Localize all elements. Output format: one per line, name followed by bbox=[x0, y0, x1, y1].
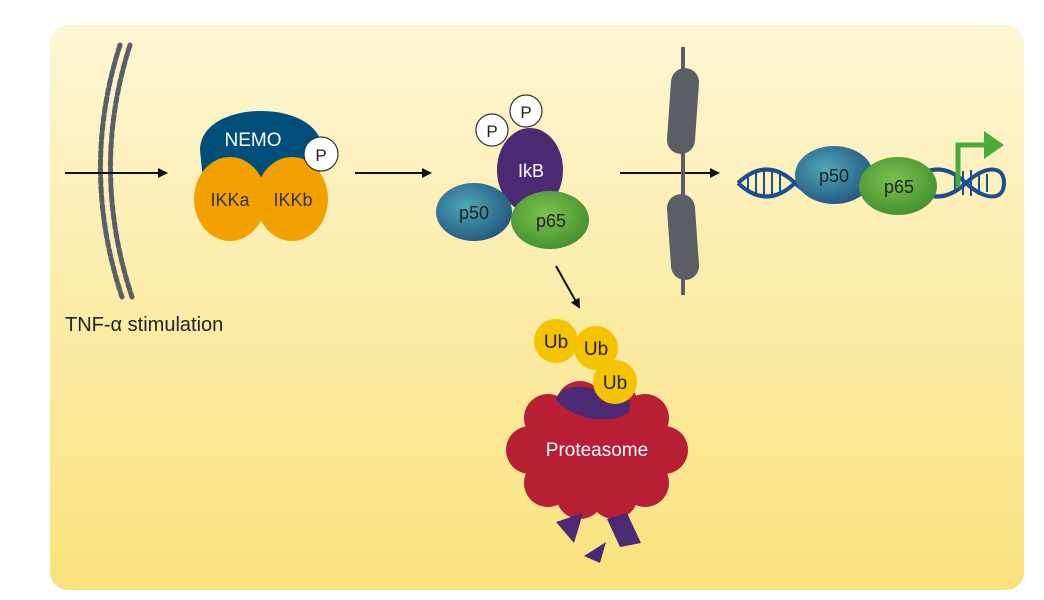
stimulus-label: TNF-α stimulation bbox=[65, 314, 223, 336]
phospho-label-1: P bbox=[486, 122, 497, 141]
ub-label-1: Ub bbox=[544, 332, 568, 353]
nuclear-p65-label: p65 bbox=[884, 177, 914, 197]
nuclear-p65-shape bbox=[859, 157, 937, 215]
ub-circle-2 bbox=[574, 326, 618, 370]
nemo-label: NEMO bbox=[225, 130, 282, 151]
transcription-arrow-head bbox=[984, 131, 1004, 159]
p50-shape bbox=[436, 183, 512, 241]
nuclear-membrane bbox=[666, 47, 700, 295]
p65-shape bbox=[511, 191, 589, 249]
ub-label-3: Ub bbox=[603, 373, 627, 394]
ub-circle-3 bbox=[593, 360, 637, 404]
ikk-complex: NEMO IKKa IKKb P bbox=[194, 111, 339, 241]
ikkb-label: IKKb bbox=[273, 190, 312, 210]
phospho-circle-nemo bbox=[303, 136, 339, 172]
nuclear-p50-shape bbox=[795, 146, 873, 204]
degraded-fragment-1 bbox=[556, 513, 583, 543]
phospho-label-2: P bbox=[520, 103, 531, 122]
cell-membrane bbox=[98, 42, 135, 300]
p50-label: p50 bbox=[459, 203, 489, 223]
nuclear-p50-label: p50 bbox=[819, 166, 849, 186]
degraded-fragment-2 bbox=[607, 513, 641, 547]
ub-circle-1 bbox=[534, 319, 578, 363]
ub-label-2: Ub bbox=[584, 339, 608, 360]
ikkb-shape bbox=[256, 157, 328, 241]
ikb-label: IkB bbox=[518, 161, 544, 181]
phospho-label-nemo: P bbox=[315, 146, 326, 165]
arrow-to-degradation bbox=[555, 265, 580, 309]
proteasome-label: Proteasome bbox=[546, 440, 648, 461]
ikb-nfkb-complex: P P IkB p50 p65 bbox=[436, 94, 589, 249]
phospho-circle-1 bbox=[475, 113, 509, 147]
nuclear-nfkb: p50 p65 bbox=[795, 146, 937, 215]
ikb-shape bbox=[497, 128, 563, 212]
p65-label: p65 bbox=[536, 211, 566, 231]
transcription-start-arrow bbox=[955, 142, 985, 187]
phospho-circle-2 bbox=[509, 94, 543, 128]
proteasome-degradation: Ub Ub Ub Proteasome bbox=[506, 319, 688, 563]
ikka-label: IKKa bbox=[210, 190, 250, 210]
degraded-fragment-3 bbox=[584, 542, 606, 563]
ikka-shape bbox=[194, 157, 266, 241]
